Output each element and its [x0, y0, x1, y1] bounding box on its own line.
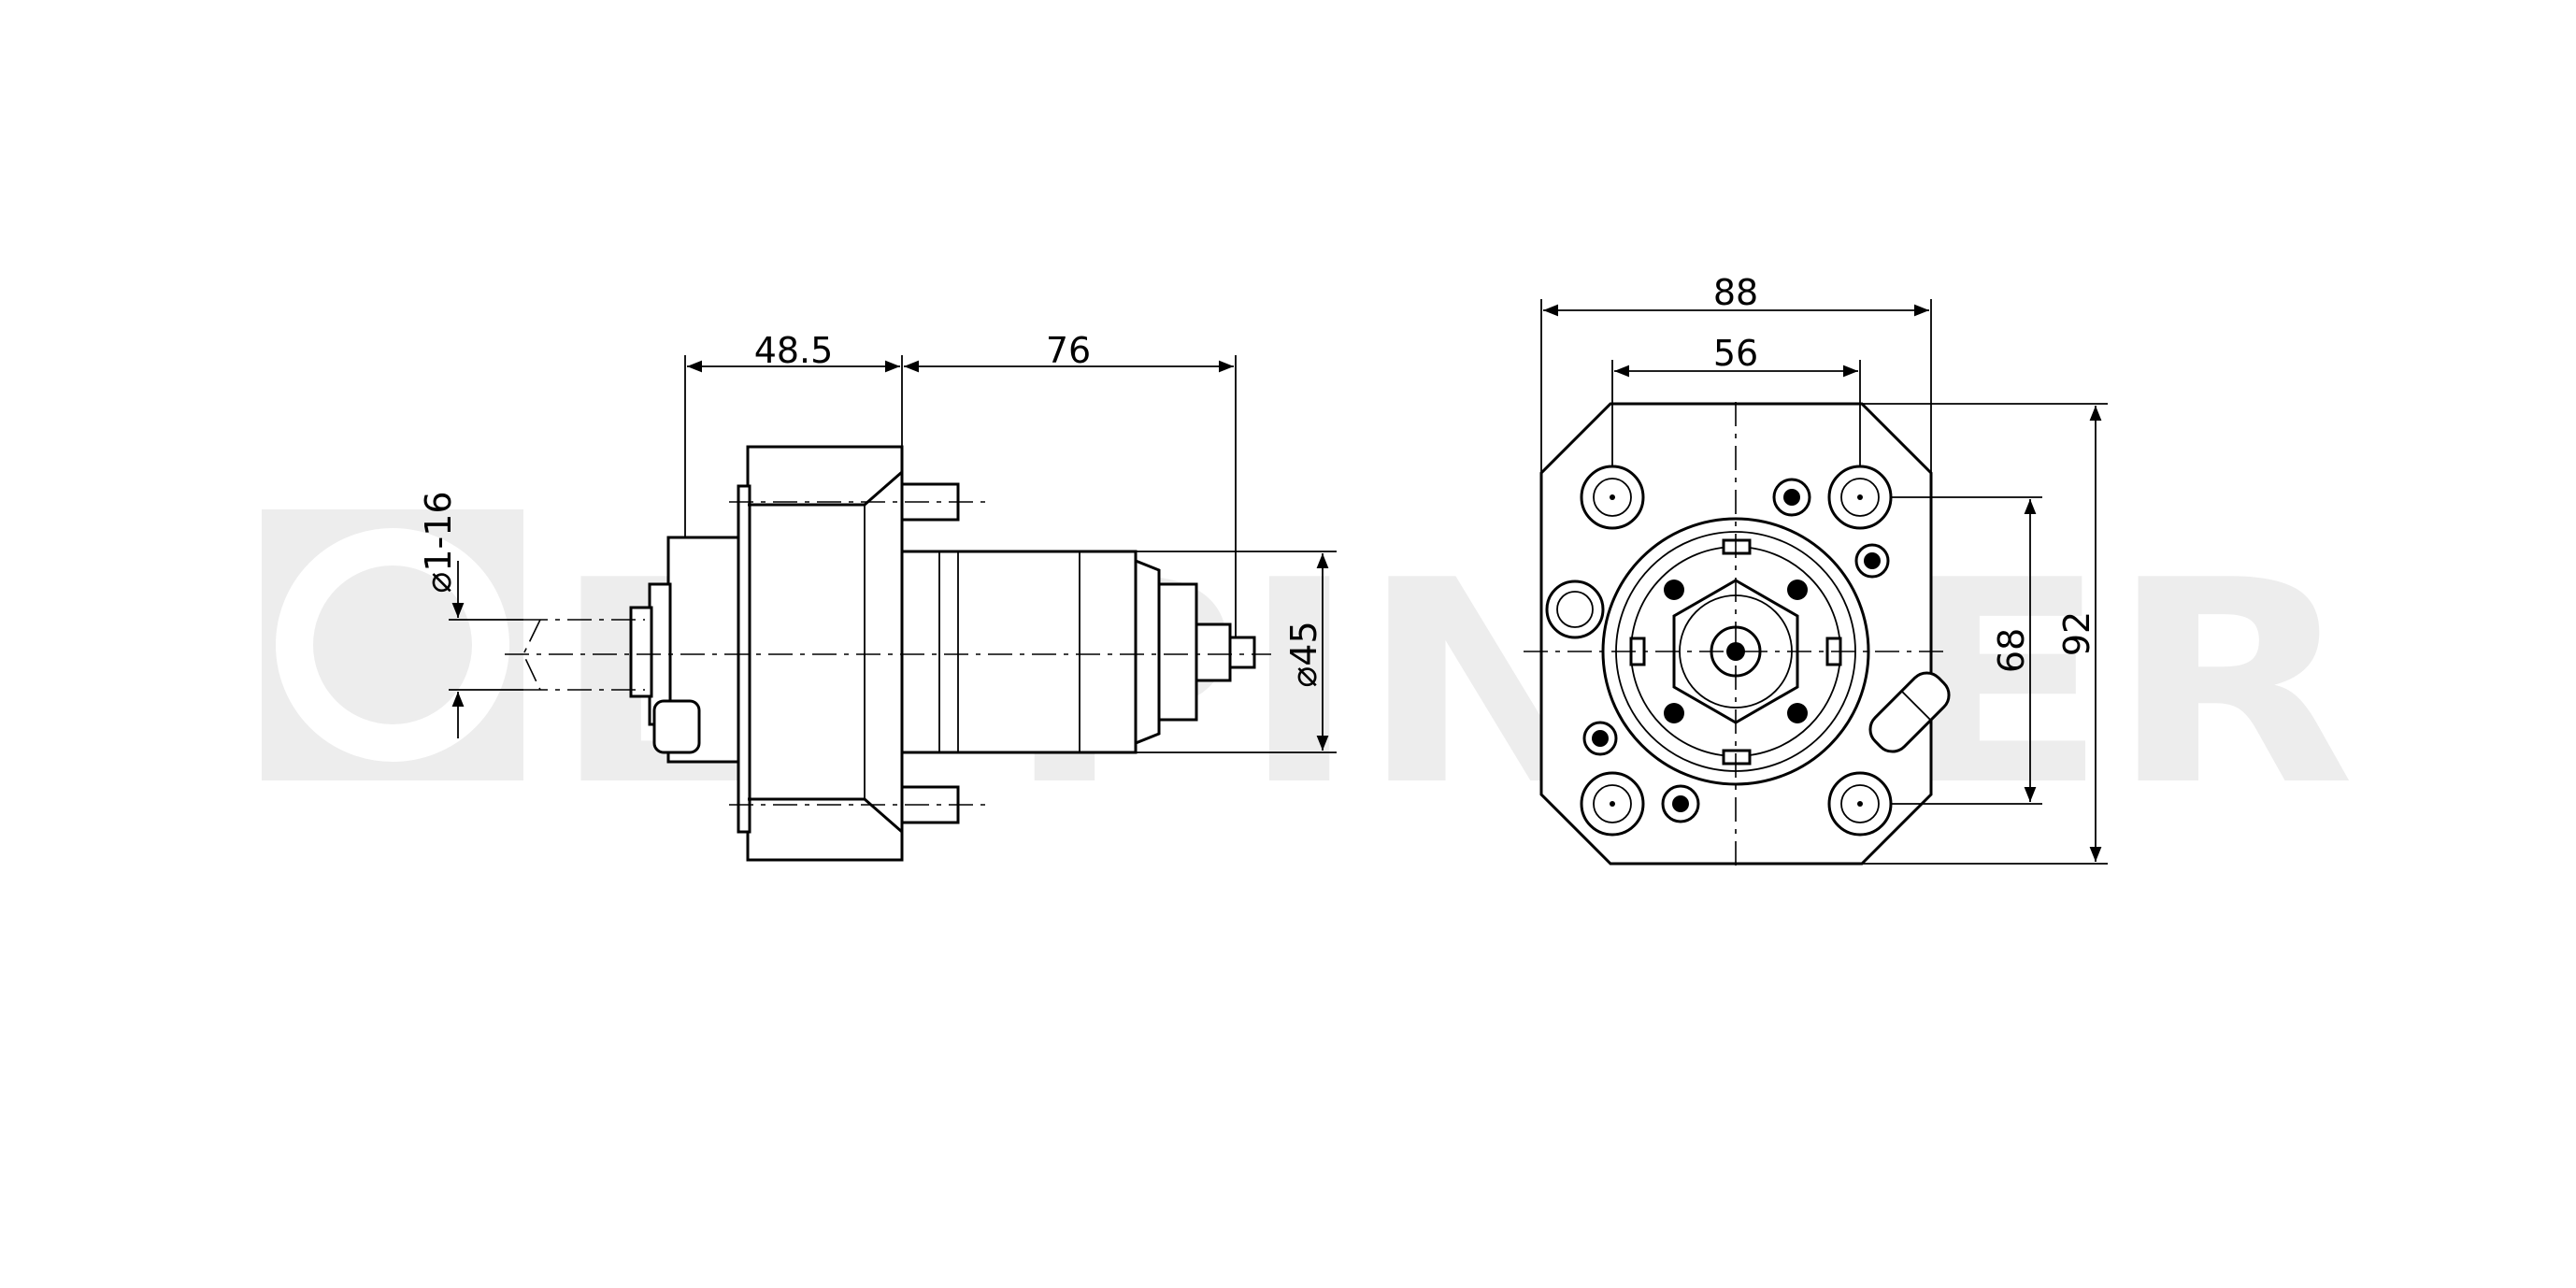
- spindle-body: [900, 550, 1138, 754]
- mounting-hole-bottom-left: [1580, 771, 1645, 837]
- key-bottom: [1722, 749, 1752, 766]
- locating-pin-inner: [1556, 591, 1594, 628]
- dim-overall-width: 88: [1713, 272, 1758, 313]
- front-view: 88 56 68 92: [1524, 272, 2108, 869]
- coolant-nozzle: [1868, 671, 1951, 753]
- side-view: 48.5 76 ⌀45 ⌀1-16: [418, 330, 1337, 862]
- rear-cap: [1134, 558, 1161, 746]
- flange-left-step: [737, 484, 751, 834]
- dim-overall-height: 92: [2056, 611, 2097, 656]
- rear-shaft: [1195, 623, 1232, 682]
- mounting-hole-bottom-right: [1827, 771, 1893, 837]
- mounting-holes: [1580, 465, 1893, 837]
- small-screws: [1582, 478, 1890, 823]
- dim-body-diameter: ⌀45: [1283, 621, 1324, 687]
- mounting-hole-top-right: [1827, 465, 1893, 530]
- rear-nut: [1157, 582, 1198, 722]
- dim-hole-spacing-x: 56: [1713, 333, 1758, 374]
- clamp-screw: [652, 699, 701, 754]
- ring-screws: [1664, 580, 1808, 723]
- locating-pin: [1545, 580, 1605, 639]
- key-top: [1722, 538, 1752, 555]
- collet-tip: [629, 606, 653, 698]
- watermark-logo-ring: [276, 528, 509, 762]
- flange-plate: [746, 445, 904, 862]
- tool-tip: [522, 619, 541, 691]
- dim-body-length: 76: [1046, 330, 1091, 371]
- dim-flange-offset: 48.5: [754, 330, 834, 371]
- rear-pin: [1228, 636, 1256, 669]
- collet-nut: [666, 536, 740, 764]
- mounting-hole-top-left: [1580, 465, 1645, 530]
- dim-collet-range: ⌀1-16: [418, 491, 459, 593]
- dim-hole-spacing-y: 68: [1991, 628, 2032, 673]
